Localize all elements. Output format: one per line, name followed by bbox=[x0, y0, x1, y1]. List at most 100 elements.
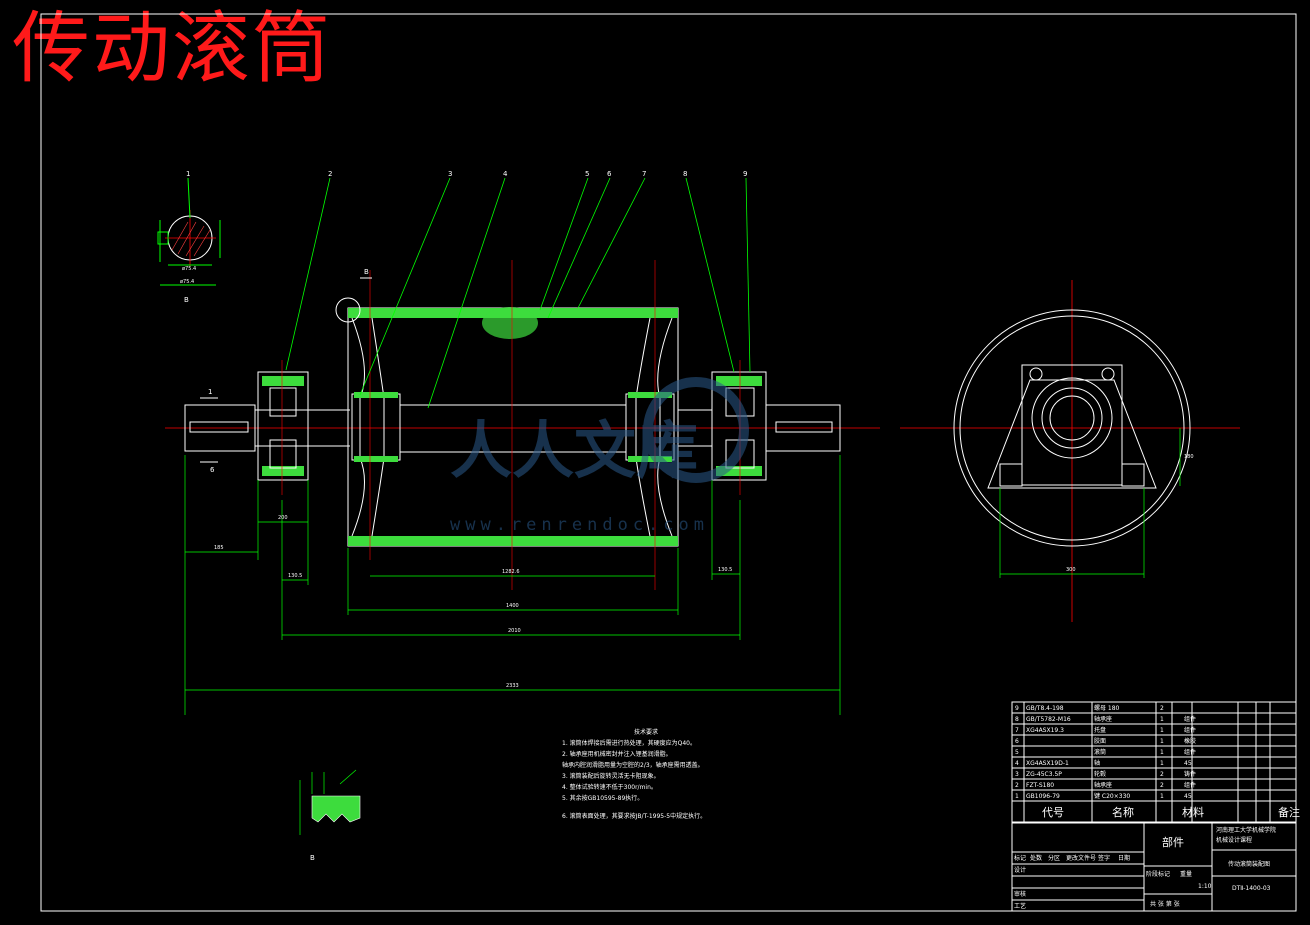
bom-cell: XG4ASX19D-1 bbox=[1026, 760, 1069, 767]
tb-sheet: 共 张 第 张 bbox=[1150, 900, 1180, 908]
bom-cell: 7 bbox=[1015, 727, 1019, 734]
dimension-lines bbox=[184, 455, 841, 715]
section-mark-top: 1 bbox=[208, 388, 212, 396]
tb-weight: 重量 bbox=[1180, 870, 1192, 878]
tb-change: 更改文件号 bbox=[1066, 854, 1096, 862]
bom-cell: 9 bbox=[1015, 705, 1019, 712]
bom-cell: 2 bbox=[1160, 771, 1164, 778]
tb-course: 机械设计课程 bbox=[1216, 836, 1252, 844]
section-view-shaft: ø75.4 ø75.4 B bbox=[157, 177, 221, 304]
tb-role-process: 工艺 bbox=[1014, 902, 1026, 910]
dim-drum-inner: 1282.6 bbox=[502, 569, 520, 575]
watermark-logo: 人人文库 bbox=[450, 414, 698, 487]
dim-drum-total: 1400 bbox=[506, 603, 519, 609]
tb-date: 日期 bbox=[1118, 854, 1130, 862]
balloon-5: 5 bbox=[585, 170, 589, 178]
bom-cell: 键 C20×330 bbox=[1094, 792, 1130, 800]
bom-cell: 3 bbox=[1015, 771, 1019, 778]
bom-cell: 1 bbox=[1160, 738, 1164, 745]
part-balloons: 1 2 3 4 5 6 7 8 9 bbox=[186, 170, 747, 178]
leader-lines bbox=[285, 177, 751, 409]
tb-mark: 标记 bbox=[1014, 854, 1026, 862]
bom-cell: 组件 bbox=[1184, 726, 1196, 734]
dim-seat-width: 300 bbox=[1066, 567, 1076, 573]
dim-housing-height: 180 bbox=[1184, 454, 1194, 460]
watermark-url: www.renrendoc.com bbox=[450, 515, 709, 535]
bom-cell: 1 bbox=[1160, 727, 1164, 734]
tb-school: 河南理工大学机械学院 bbox=[1216, 826, 1276, 834]
side-view: 300 180 bbox=[900, 280, 1240, 622]
bom-cell: 轴承座 bbox=[1094, 715, 1112, 723]
bom-cell: 1 bbox=[1160, 749, 1164, 756]
bom-cell: ZG-45C3.5P bbox=[1026, 771, 1062, 778]
bom-cell: 轮毂 bbox=[1094, 770, 1106, 778]
bom-cell: 橡胶 bbox=[1184, 737, 1196, 745]
bom-header-note: 备注 bbox=[1278, 805, 1300, 819]
watermark: 人人文库 www.renrendoc.com bbox=[450, 377, 749, 535]
section-caption: B bbox=[184, 296, 189, 304]
bom-cell: 胶面 bbox=[1094, 737, 1106, 745]
note-3: 轴承内腔润滑脂用量为空腔的2/3，轴承座需用透盖。 bbox=[562, 761, 704, 769]
title-block: 标记 处数 分区 更改文件号 签字 日期 设计 审核 工艺 部件 阶段标记 重量… bbox=[1011, 821, 1297, 912]
tb-scale: 1:10 bbox=[1198, 883, 1212, 890]
note-1: 1. 滚筒体焊接后需进行热处理，其硬度应为Q40。 bbox=[562, 739, 696, 747]
bom-cell: 2 bbox=[1160, 782, 1164, 789]
tb-stage: 阶段标记 bbox=[1146, 870, 1170, 878]
bom-cell: FZT-S180 bbox=[1026, 782, 1054, 789]
bom-cell: 组件 bbox=[1184, 781, 1196, 789]
technical-notes: 技术要求 1. 滚筒体焊接后需进行热处理，其硬度应为Q40。 2. 轴承座用机械… bbox=[562, 728, 706, 820]
dimension-texts: 185 200 1282.6 1400 2010 2333 130.5 130.… bbox=[214, 515, 732, 689]
detail-marker: B bbox=[364, 268, 369, 276]
dim-shaft-a: ø75.4 bbox=[182, 266, 196, 272]
dim-bearing-width: 200 bbox=[278, 515, 288, 521]
dim-shaft-b: ø75.4 bbox=[180, 279, 194, 285]
tb-dept: 部件 bbox=[1162, 835, 1184, 849]
tb-count: 处数 bbox=[1030, 854, 1042, 862]
dim-overall: 2333 bbox=[506, 683, 519, 689]
tb-role-design: 设计 bbox=[1014, 866, 1026, 874]
balloon-1: 1 bbox=[186, 170, 190, 178]
balloon-9: 9 bbox=[743, 170, 747, 178]
bom-cell: 1 bbox=[1160, 793, 1164, 800]
detail-view-b: B bbox=[299, 769, 361, 862]
dim-right-small: 130.5 bbox=[718, 567, 732, 573]
balloon-3: 3 bbox=[448, 170, 452, 178]
main-assembly-view: B bbox=[165, 260, 880, 590]
note-5: 4. 整体试验转速不低于300r/min。 bbox=[562, 783, 657, 791]
bom-cell: 滚筒 bbox=[1094, 748, 1106, 756]
drawing-title: 传动滚筒 bbox=[12, 4, 333, 94]
bom-header-mat: 材料 bbox=[1182, 805, 1204, 819]
bom-cell: 45 bbox=[1184, 760, 1192, 767]
bom-cell: 2 bbox=[1160, 705, 1164, 712]
tb-zone: 分区 bbox=[1048, 854, 1060, 862]
bom-cell: 45 bbox=[1184, 793, 1192, 800]
bom-cell: 1 bbox=[1015, 793, 1019, 800]
bom-cell: 1 bbox=[1160, 760, 1164, 767]
bom-header-name: 名称 bbox=[1112, 805, 1134, 819]
bom-cell: GB/T5782-M16 bbox=[1026, 716, 1071, 723]
bom-cell: 组件 bbox=[1184, 715, 1196, 723]
bom-header-code: 代号 bbox=[1042, 806, 1064, 819]
section-mark-bottom: 6 bbox=[210, 466, 215, 474]
bom-cell: 螺母 180 bbox=[1094, 704, 1120, 712]
bom-cell: 6 bbox=[1015, 738, 1019, 745]
dim-left-small: 130.5 bbox=[288, 573, 302, 579]
bom-cell: 4 bbox=[1015, 760, 1019, 767]
note-7: 6. 滚筒表面处理，其要求按JB/T-1995-5中规定执行。 bbox=[562, 812, 706, 820]
balloon-2: 2 bbox=[328, 170, 332, 178]
bom-cell: 8 bbox=[1015, 716, 1019, 723]
tb-sign: 签字 bbox=[1098, 854, 1110, 862]
detail-caption: B bbox=[310, 854, 315, 862]
balloon-7: 7 bbox=[642, 170, 646, 178]
note-4: 3. 滚筒装配后旋转灵活无卡阻现象。 bbox=[562, 772, 660, 780]
bom-cell: 轴 bbox=[1094, 759, 1100, 767]
tb-role-check: 审核 bbox=[1014, 890, 1026, 898]
balloon-4: 4 bbox=[503, 170, 508, 178]
bom-cell: 5 bbox=[1015, 749, 1019, 756]
bom-cell: 轴承座 bbox=[1094, 781, 1112, 789]
tb-drawing-name: 传动滚筒装配图 bbox=[1228, 860, 1270, 868]
bom-cell: XG4ASX19.3 bbox=[1026, 727, 1064, 734]
